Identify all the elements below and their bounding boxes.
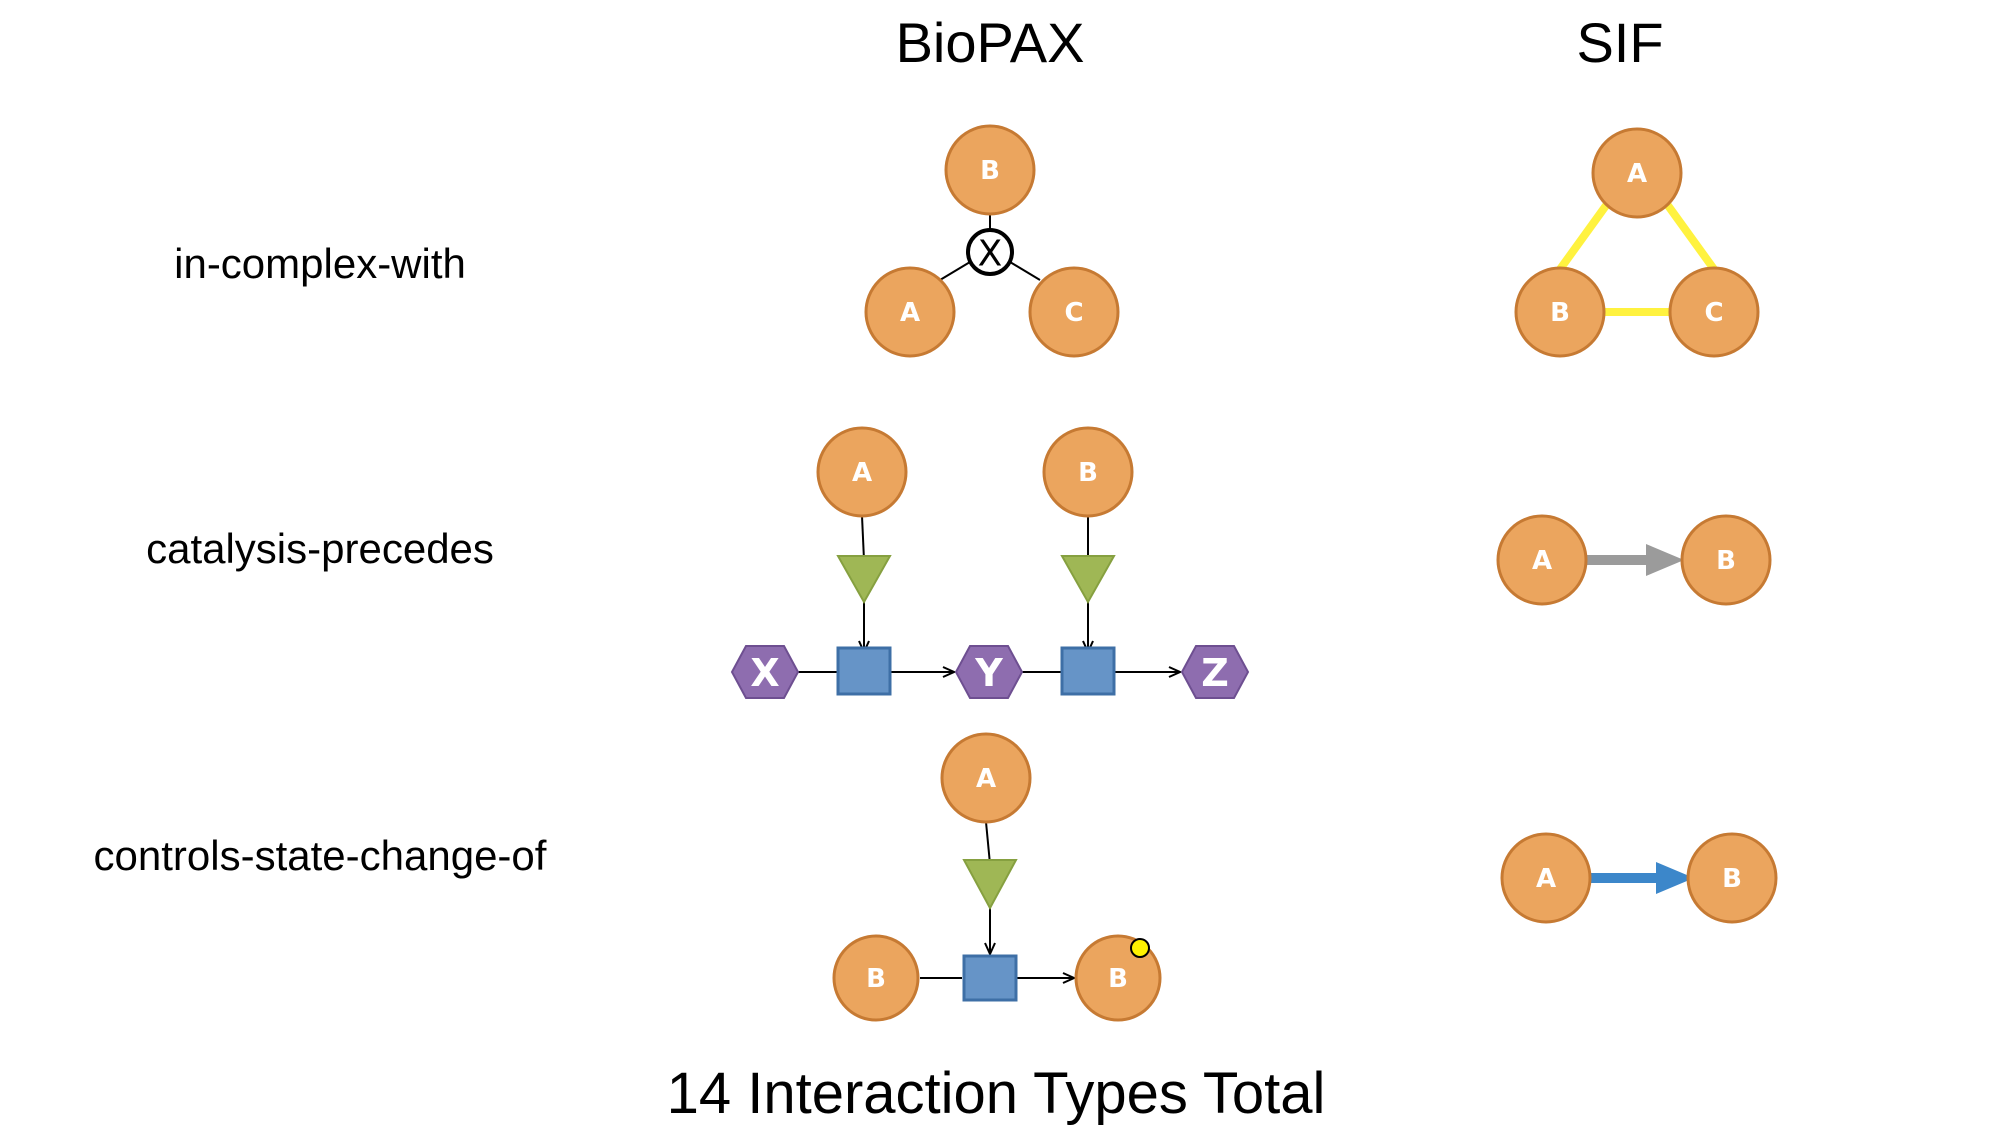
- molecule-node-y-label: Y: [974, 651, 1003, 695]
- row-label-state: controls-state-change-of: [93, 832, 547, 879]
- protein-node-b-label: B: [980, 156, 1000, 186]
- state-controller-label: A: [976, 764, 996, 794]
- row-label-catalysis: catalysis-precedes: [146, 525, 494, 572]
- catalysis-controller-b-label: B: [1078, 458, 1098, 488]
- molecule-node-z-label: Z: [1201, 651, 1229, 695]
- molecule-node-x: X: [730, 645, 800, 699]
- sif-node-c: C: [1668, 266, 1760, 358]
- state-input-label: B: [866, 964, 886, 994]
- sif-complex-edge-ab: [1554, 197, 1614, 275]
- catalysis-edge-a: [861, 515, 865, 561]
- process-node: [836, 646, 892, 696]
- catalysis-controller-a-label: A: [852, 458, 872, 488]
- sif-node-b: B: [1514, 266, 1606, 358]
- sif-node-b-label: B: [1550, 298, 1570, 328]
- modification-dot-icon: [1130, 938, 1150, 958]
- sif-catalysis-node-b-label: B: [1716, 546, 1736, 576]
- process-node: [1060, 646, 1116, 696]
- state-biopax-diagram: A B B: [832, 732, 1162, 1022]
- molecule-node-x-label: X: [750, 651, 779, 695]
- molecule-node-y: Y: [954, 645, 1024, 699]
- sif-catalysis-arrowhead: [1646, 544, 1684, 576]
- protein-node-a-label: A: [900, 298, 920, 328]
- sif-complex-edge-ac: [1660, 197, 1720, 275]
- complex-edge-c: [1009, 261, 1041, 281]
- sif-state-node-b: B: [1686, 832, 1778, 924]
- sif-catalysis-node-a-label: A: [1532, 546, 1552, 576]
- state-sif-diagram: A B: [1500, 832, 1778, 924]
- protein-node-b: B: [944, 124, 1036, 216]
- state-controller-node: A: [940, 732, 1032, 824]
- sif-node-a-label: A: [1627, 159, 1647, 189]
- catalysis-controller-a: A: [816, 426, 908, 518]
- sif-node-a: A: [1591, 127, 1683, 219]
- sif-node-c-label: C: [1704, 298, 1723, 328]
- complex-biopax-diagram: X B A C: [864, 124, 1120, 358]
- footer-caption: 14 Interaction Types Total: [666, 1061, 1326, 1126]
- catalysis-controller-b: B: [1042, 426, 1134, 518]
- sif-state-node-a-label: A: [1536, 864, 1556, 894]
- catalysis-biopax-diagram: A B X Y Z: [730, 426, 1250, 699]
- complex-sif-diagram: A B C: [1514, 127, 1760, 358]
- sif-state-arrowhead: [1656, 862, 1694, 894]
- sif-state-node-a: A: [1500, 832, 1592, 924]
- catalysis-triangle-icon: [1060, 555, 1116, 605]
- state-input-node: B: [832, 934, 920, 1022]
- state-output-label: B: [1108, 964, 1128, 994]
- complex-node-label: X: [978, 234, 1003, 275]
- complex-node: X: [966, 228, 1014, 276]
- state-output-node: B: [1074, 934, 1162, 1022]
- biopax-header: BioPAX: [895, 11, 1085, 74]
- catalysis-sif-diagram: A B: [1496, 514, 1772, 606]
- state-edge-controller: [985, 821, 991, 865]
- catalysis-triangle-icon: [962, 859, 1018, 911]
- process-node: [962, 954, 1018, 1002]
- sif-catalysis-node-b: B: [1680, 514, 1772, 606]
- protein-node-c: C: [1028, 266, 1120, 358]
- catalysis-triangle-icon: [836, 555, 892, 605]
- molecule-node-z: Z: [1180, 645, 1250, 699]
- protein-node-a: A: [864, 266, 956, 358]
- protein-node-c-label: C: [1064, 298, 1083, 328]
- sif-catalysis-node-a: A: [1496, 514, 1588, 606]
- sif-header: SIF: [1576, 11, 1664, 74]
- sif-state-node-b-label: B: [1722, 864, 1742, 894]
- row-label-complex: in-complex-with: [174, 240, 466, 287]
- complex-edge-a: [939, 261, 971, 281]
